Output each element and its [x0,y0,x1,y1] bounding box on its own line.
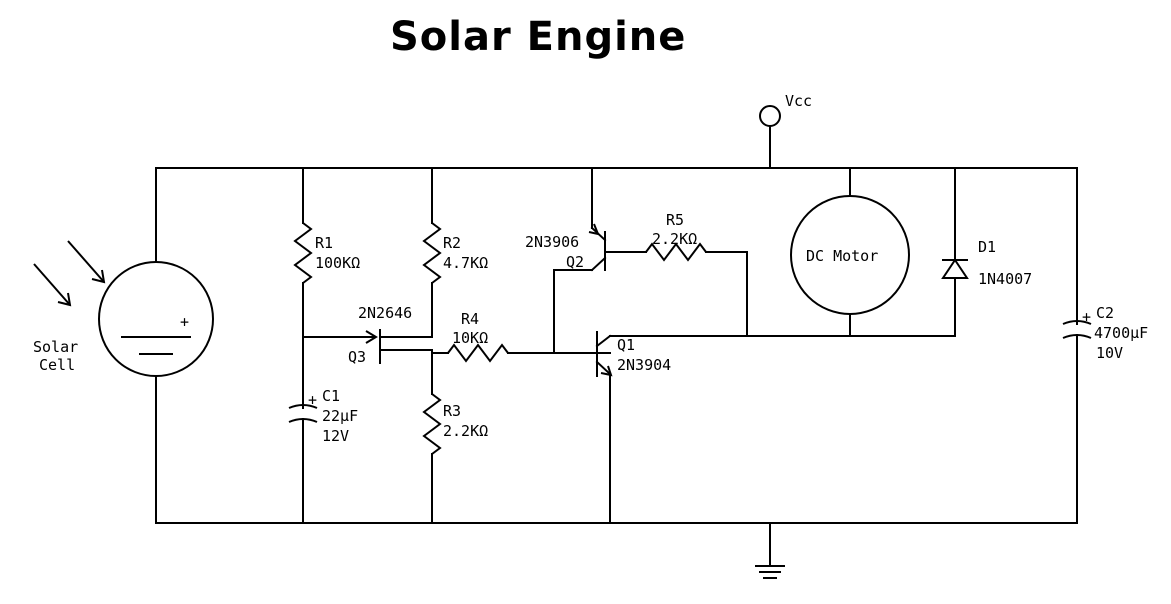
d1-name: D1 [978,238,996,256]
r3-name: R3 [443,402,461,420]
solar-cell-label-line2: Cell [39,356,75,374]
q3-ujt [302,329,433,364]
r5-value: 2.2KΩ [652,230,697,248]
q2-name: Q2 [566,253,584,271]
r5-name: R5 [666,211,684,229]
c2-voltage: 10V [1096,344,1123,362]
r4-resistor [431,343,611,363]
c2-name: C2 [1096,304,1114,322]
q2-pnp-transistor [553,167,607,354]
q3-name: Q3 [348,348,366,366]
q2-part: 2N3906 [525,233,579,251]
q1-part: 2N3904 [617,356,671,374]
diagram-title: Solar Engine [390,14,686,60]
c1-plus: + [308,391,317,409]
d1-part: 1N4007 [978,270,1032,288]
q3-part: 2N2646 [358,304,412,322]
r1-value: 100KΩ [315,254,360,272]
r2-value: 4.7KΩ [443,254,488,272]
r1-resistor [293,167,313,338]
c2-capacitor [1062,167,1092,524]
r2-resistor [422,167,442,338]
r3-value: 2.2KΩ [443,422,488,440]
ground-symbol [755,522,785,579]
c1-value: 22µF [322,407,358,425]
d1-diode [941,167,969,337]
r3-resistor [422,349,442,524]
r1-name: R1 [315,234,333,252]
c1-name: C1 [322,387,340,405]
r4-name: R4 [461,310,479,328]
vcc-terminal [759,105,781,169]
c2-value: 4700µF [1094,324,1148,342]
r2-name: R2 [443,234,461,252]
motor-label: DC Motor [806,247,878,265]
light-arrow-icon [33,240,106,307]
q1-name: Q1 [617,336,635,354]
r4-value: 10KΩ [452,329,488,347]
c1-voltage: 12V [322,427,349,445]
solar-cell-plus: + [180,313,189,331]
vcc-label: Vcc [785,92,812,110]
solar-cell-label-line1: Solar [33,338,78,356]
r5-resistor [604,242,748,337]
q1-npn-transistor [595,331,956,524]
solar-cell [98,167,214,524]
c1-capacitor [288,336,318,524]
dc-motor [790,167,910,337]
c2-plus: + [1082,308,1091,326]
